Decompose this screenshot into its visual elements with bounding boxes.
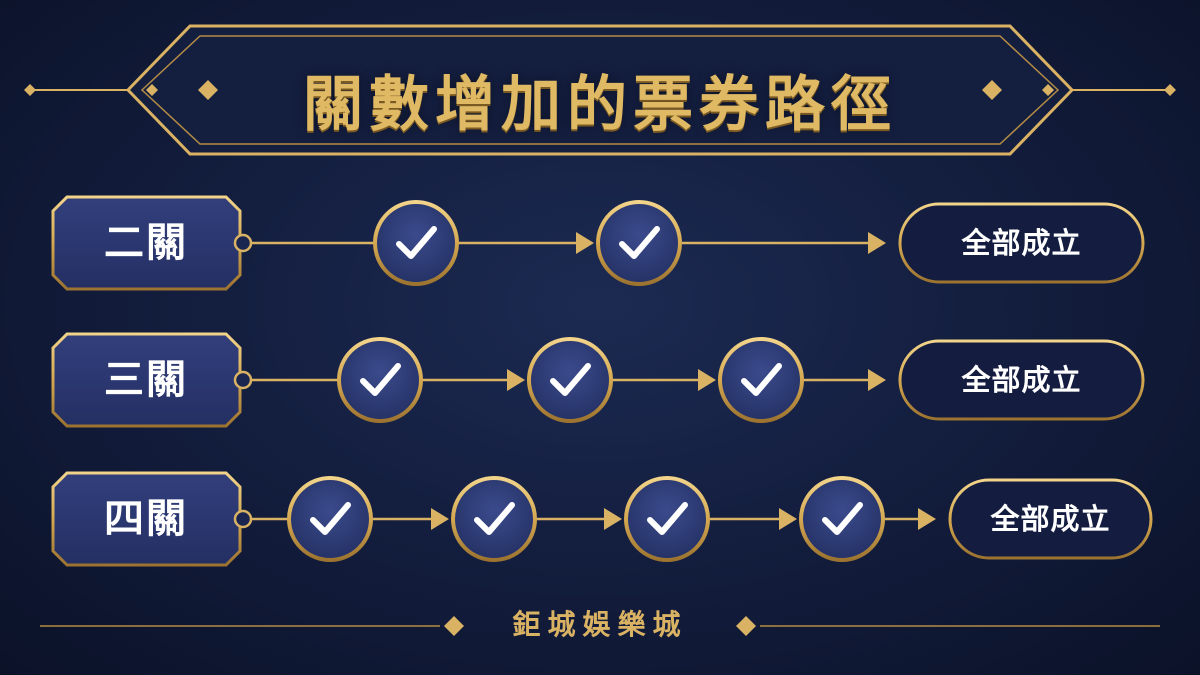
row-label: 四關 (104, 496, 188, 542)
diamond-icon (198, 80, 218, 100)
arrow-right-icon (604, 508, 622, 530)
diamond-icon (1164, 84, 1176, 96)
diamond-icon (982, 80, 1002, 100)
page-title: 關數增加的票券路徑 (303, 70, 897, 140)
leg-circle (799, 476, 885, 562)
result-pill (948, 478, 1153, 560)
check-icon (647, 502, 688, 535)
result-pill (898, 202, 1145, 284)
leg-circle (718, 337, 804, 423)
leg-check (718, 337, 804, 423)
check-icon (310, 502, 351, 535)
check-icon (360, 363, 401, 396)
leg-circle (527, 337, 613, 423)
leg-check (451, 476, 537, 562)
leg-check (596, 200, 682, 286)
check-icon (550, 363, 591, 396)
arrow-right-icon (698, 369, 716, 391)
diamond-icon (24, 84, 36, 96)
leg-check (624, 476, 710, 562)
footer-ornament (40, 616, 1160, 636)
leg-circle (624, 476, 710, 562)
diamond-icon (444, 616, 464, 636)
leg-check (799, 476, 885, 562)
row-label: 二關 (104, 220, 188, 266)
check-icon (741, 363, 782, 396)
leg-circle (596, 200, 682, 286)
leg-check (337, 337, 423, 423)
leg-circle (451, 476, 537, 562)
leg-circle (287, 476, 373, 562)
row-label-panel (51, 195, 242, 291)
leg-circle (337, 337, 423, 423)
check-icon (474, 502, 515, 535)
title-banner (24, 24, 1176, 156)
diamond-icon (736, 616, 756, 636)
leg-check (527, 337, 613, 423)
row-label-panel (51, 332, 242, 428)
result-label: 全部成立 (990, 502, 1111, 536)
arrow-right-icon (779, 508, 797, 530)
start-node-icon (233, 233, 253, 253)
arrow-right-icon (431, 508, 449, 530)
diamond-icon (146, 84, 158, 96)
arrow-right-icon (868, 369, 886, 391)
arrow-right-icon (507, 369, 525, 391)
path-row (51, 471, 1153, 567)
footer-brand: 鉅城娛樂城 (512, 608, 688, 641)
leg-check (287, 476, 373, 562)
arrow-right-icon (576, 232, 594, 254)
result-label: 全部成立 (961, 363, 1082, 397)
check-icon (619, 226, 660, 259)
check-icon (822, 502, 863, 535)
path-row (51, 195, 1145, 291)
check-icon (396, 226, 437, 259)
start-node-icon (233, 370, 253, 390)
arrow-right-icon (918, 508, 936, 530)
row-label: 三關 (104, 357, 188, 403)
diamond-icon (1042, 84, 1054, 96)
leg-circle (373, 200, 459, 286)
row-label-panel (51, 471, 242, 567)
result-pill (898, 339, 1145, 421)
arrow-right-icon (868, 232, 886, 254)
start-node-icon (233, 509, 253, 529)
path-row (51, 332, 1145, 428)
result-label: 全部成立 (961, 226, 1082, 260)
leg-check (373, 200, 459, 286)
